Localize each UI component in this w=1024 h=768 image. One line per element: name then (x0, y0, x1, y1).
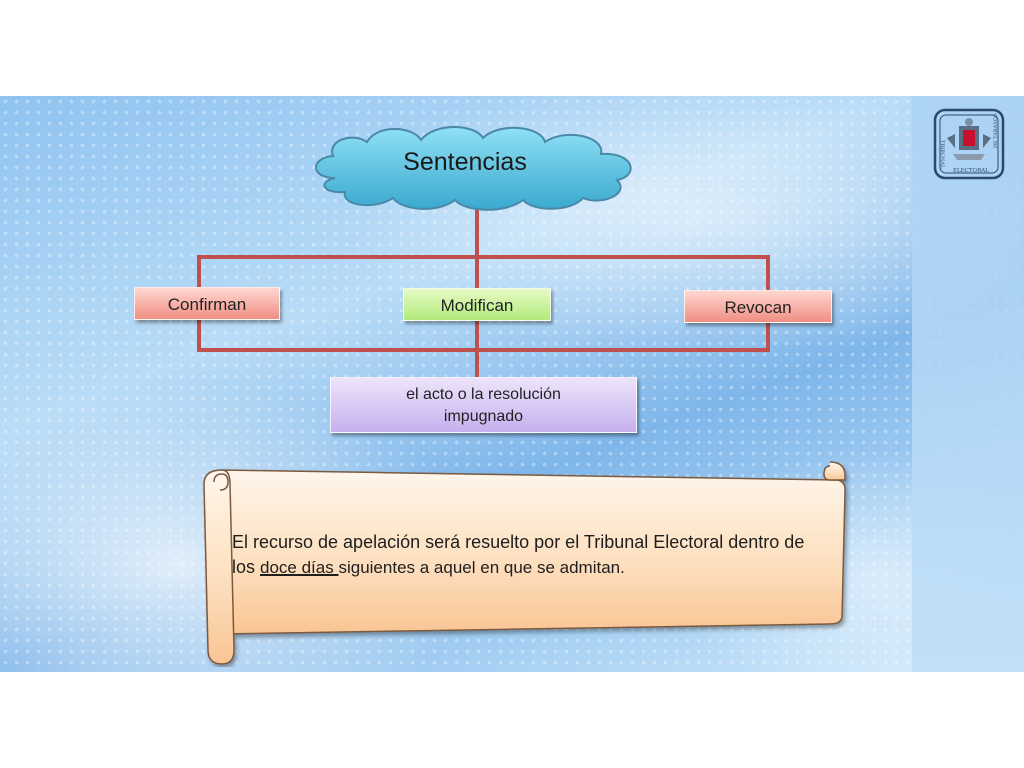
target-node-line2: impugnado (443, 408, 524, 425)
right-sidebar-panel (912, 96, 1024, 672)
root-node-label: Sentencias (403, 148, 527, 176)
scroll-banner (203, 461, 846, 665)
scroll-text-part3: siguientes a aquel en que se admitan. (338, 558, 625, 577)
branch-modifican: Modifican (403, 288, 551, 321)
scroll-text-emphasis: doce días (260, 558, 339, 577)
scroll-text-part2: los (232, 557, 261, 577)
logo-top-text: TRIBUNAL (939, 140, 945, 169)
branch-confirman: Confirman (134, 287, 280, 320)
sentencias-cloud (315, 126, 632, 211)
logo-bottom-text: ELECTORAL (953, 168, 989, 174)
logo-right-text: DE TABASCO (993, 113, 999, 148)
branch-revocan: Revocan (684, 290, 832, 323)
scroll-text: El recurso de apelación será resuelto po… (232, 530, 832, 580)
scroll-text-part1: El recurso de apelación será resuelto po… (232, 532, 805, 552)
target-node-line1: el acto o la resolución (406, 386, 561, 403)
tribunal-logo-icon: TRIBUNAL DE TABASCO ELECTORAL (933, 108, 1005, 180)
target-node-resolucion: el acto o la resolución impugnado (330, 377, 637, 433)
